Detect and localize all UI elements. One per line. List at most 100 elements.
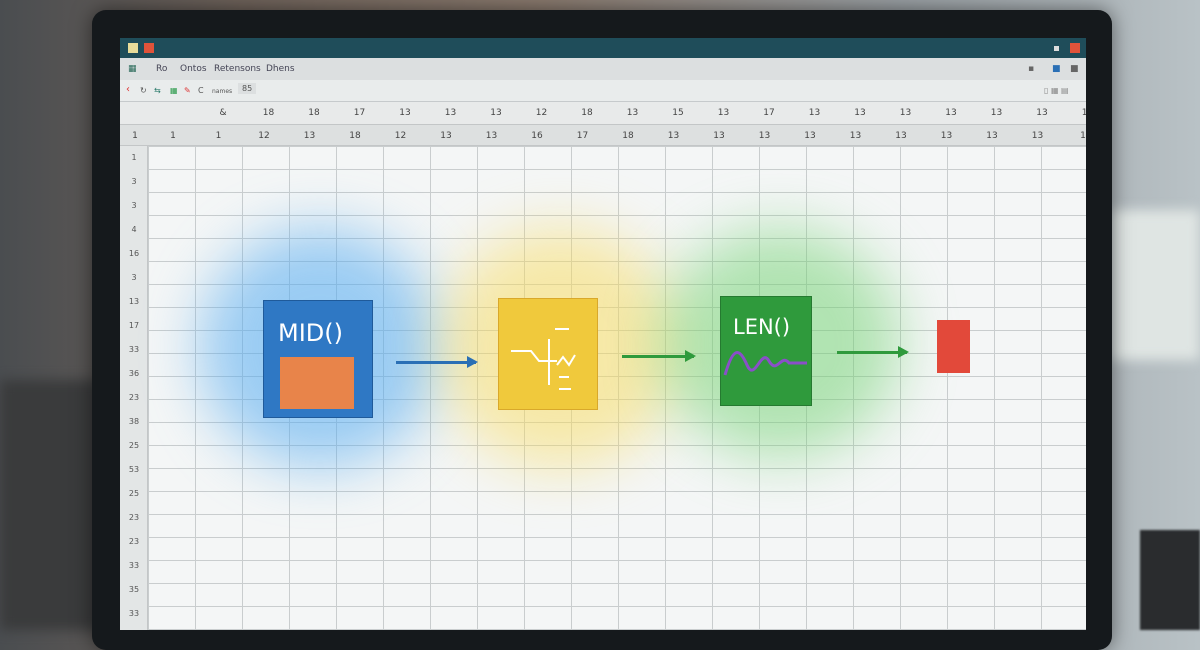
menu-item[interactable]: Retensons — [214, 64, 261, 74]
view-icons[interactable]: ▯ ▦ ▤ — [1044, 86, 1069, 95]
row-number[interactable]: 53 — [128, 465, 140, 474]
app-icon-red — [144, 43, 154, 53]
column-header[interactable]: 13 — [808, 108, 821, 118]
row-number[interactable]: 23 — [128, 393, 140, 402]
spreadsheet-screen: ▦ Ro Ontos Retensons Dhens ▪ ■ ■ ‹ ↻ ⇆ ▦… — [120, 38, 1086, 630]
menu-item[interactable]: Dhens — [266, 64, 295, 74]
column-header[interactable]: 18 — [262, 108, 275, 118]
undo-icon[interactable]: ‹ — [126, 84, 130, 95]
menu-item[interactable]: Ontos — [180, 64, 207, 74]
row-number[interactable]: 17 — [128, 321, 140, 330]
arrow-1 — [396, 356, 478, 368]
column-header[interactable]: & — [219, 108, 227, 118]
column-header-cell[interactable]: 18 — [622, 131, 634, 141]
menu-item[interactable]: Ro — [156, 64, 168, 74]
column-header[interactable]: 15 — [672, 108, 684, 118]
account-icon[interactable]: ■ — [1052, 64, 1061, 74]
column-header[interactable]: 13 — [626, 108, 639, 118]
formula-input[interactable]: 85 — [238, 83, 257, 94]
row-number[interactable]: 25 — [128, 441, 140, 450]
column-header-cell[interactable]: 13 — [303, 131, 316, 141]
background-window — [1110, 210, 1200, 360]
redo-icon[interactable]: ↻ — [140, 86, 147, 95]
background-desk — [0, 380, 100, 630]
arrow-3 — [837, 346, 909, 358]
name-box[interactable]: names — [212, 88, 233, 95]
len-label: LEN() — [733, 315, 791, 339]
select-all-corner[interactable]: 1 — [132, 131, 138, 141]
row-number[interactable]: 33 — [128, 345, 140, 354]
grid-icon[interactable]: ▦ — [128, 64, 137, 74]
column-header-cell[interactable]: 1 — [215, 131, 222, 141]
row-number[interactable]: 16 — [128, 249, 140, 258]
column-header[interactable]: 13 — [399, 108, 411, 118]
menu-icon[interactable]: ■ — [1070, 64, 1079, 74]
column-header-cell[interactable]: 13 — [485, 131, 498, 141]
row-number[interactable]: 23 — [128, 537, 140, 546]
row-number[interactable]: 33 — [128, 561, 140, 570]
column-header-cell[interactable]: 1 — [170, 131, 176, 141]
transform-icon — [511, 328, 576, 390]
column-header-cell[interactable]: 1 — [1080, 131, 1086, 141]
column-header-cell[interactable]: 18 — [349, 131, 361, 141]
row-number[interactable]: 1 — [131, 153, 137, 162]
row-number[interactable]: 13 — [128, 297, 140, 306]
wave-icon — [723, 351, 807, 376]
row-number[interactable]: 33 — [128, 609, 140, 618]
column-header-cell[interactable]: 16 — [531, 131, 543, 141]
row-number[interactable]: 25 — [128, 489, 140, 498]
row-number[interactable]: 38 — [128, 417, 140, 426]
mid-function-box: MID() — [263, 300, 373, 418]
column-header-cell[interactable]: 17 — [576, 131, 589, 141]
mid-output-block — [280, 357, 354, 409]
row-number[interactable]: 3 — [131, 201, 137, 210]
column-header[interactable]: 13 — [1081, 108, 1086, 118]
column-header[interactable]: 18 — [308, 108, 320, 118]
paint-icon[interactable]: ✎ — [184, 86, 191, 95]
arrow-2 — [622, 350, 696, 362]
column-header-cell[interactable]: 12 — [394, 131, 407, 141]
table-icon[interactable]: ▦ — [170, 86, 178, 95]
mid-label: MID() — [278, 319, 343, 347]
column-header-cell[interactable]: 13 — [1031, 131, 1044, 141]
menu-bar: ▦ Ro Ontos Retensons Dhens ▪ ■ ■ — [120, 58, 1086, 80]
format-icon[interactable]: ⇆ — [154, 86, 161, 95]
column-header[interactable]: 12 — [535, 108, 548, 118]
column-header[interactable]: 13 — [854, 108, 866, 118]
column-header[interactable]: 13 — [945, 108, 957, 118]
column-header-cell[interactable]: 13 — [804, 131, 816, 141]
row-number[interactable]: 23 — [128, 513, 140, 522]
transform-box — [498, 298, 598, 410]
column-header[interactable]: 13 — [717, 108, 730, 118]
column-header-cell[interactable]: 13 — [895, 131, 907, 141]
row-number[interactable]: 35 — [128, 585, 140, 594]
row-number[interactable]: 4 — [131, 225, 137, 234]
column-header-cell[interactable]: 13 — [940, 131, 953, 141]
minimize-button[interactable] — [1054, 46, 1059, 51]
row-number[interactable]: 36 — [128, 369, 140, 378]
column-header[interactable]: 13 — [444, 108, 457, 118]
column-header-cell[interactable]: 13 — [667, 131, 680, 141]
column-header[interactable]: 13 — [899, 108, 912, 118]
row-number[interactable]: 3 — [131, 273, 137, 282]
column-header-row-1: & 18 18 17 13 13 13 12 18 13 15 13 17 13 13 13 13 13 13 13 — [120, 102, 1086, 124]
column-header-cell[interactable]: 13 — [440, 131, 452, 141]
column-header[interactable]: 17 — [353, 108, 366, 118]
column-header-cell[interactable]: 13 — [986, 131, 998, 141]
refresh-icon[interactable]: C — [198, 86, 204, 95]
settings-icon[interactable]: ▪ — [1028, 64, 1035, 74]
len-function-box: LEN() — [720, 296, 812, 406]
row-number[interactable]: 3 — [131, 177, 137, 186]
column-header-cell[interactable]: 13 — [713, 131, 725, 141]
column-header-cell[interactable]: 13 — [758, 131, 771, 141]
close-button[interactable] — [1070, 43, 1080, 53]
column-header[interactable]: 17 — [763, 108, 775, 118]
column-header[interactable]: 13 — [1036, 108, 1048, 118]
column-header-cell[interactable]: 12 — [258, 131, 270, 141]
toolbar: ‹ ↻ ⇆ ▦ ✎ C names 85 ▯ ▦ ▤ — [120, 80, 1086, 102]
column-header-cell[interactable]: 13 — [849, 131, 862, 141]
column-header[interactable]: 13 — [990, 108, 1003, 118]
column-header[interactable]: 18 — [581, 108, 593, 118]
column-header[interactable]: 13 — [490, 108, 502, 118]
